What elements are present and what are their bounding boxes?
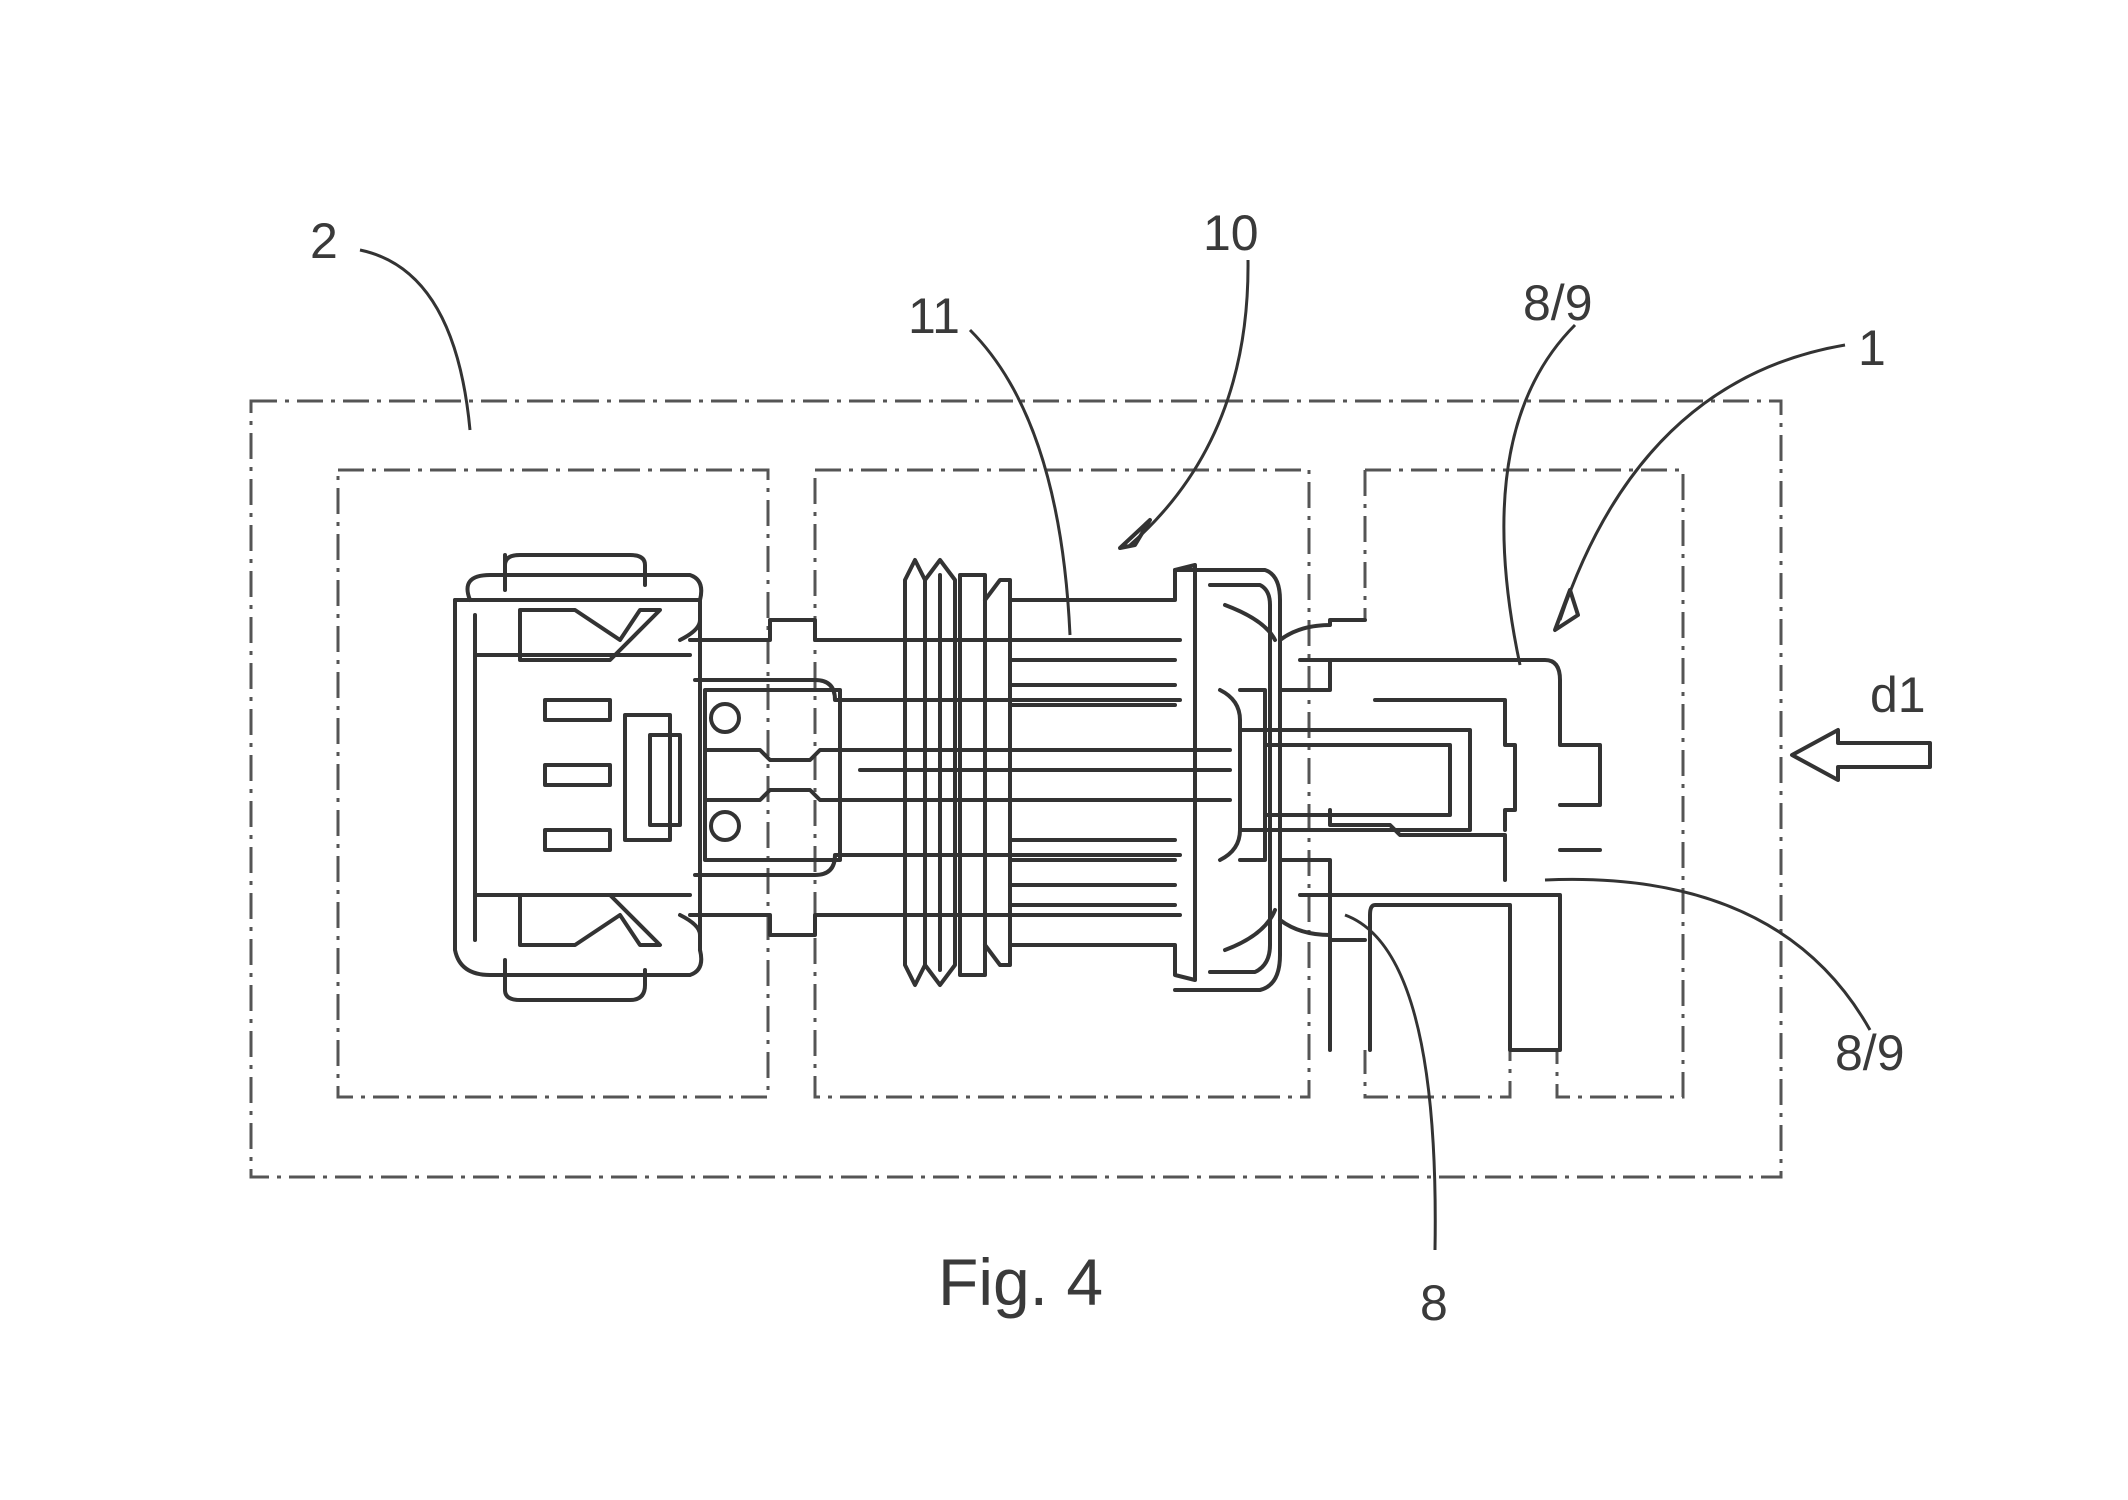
arrowhead-1 xyxy=(1553,588,1580,632)
direction-arrow xyxy=(1790,728,1932,782)
seal-rings xyxy=(903,558,987,987)
seal-body xyxy=(983,563,1197,982)
compartment-left xyxy=(336,468,770,1099)
leader-2 xyxy=(359,248,472,431)
label-seal-body: 11 xyxy=(908,288,960,344)
label-assembly: 10 xyxy=(1203,205,1259,261)
connector-plug xyxy=(453,553,704,1002)
sensor-part xyxy=(1238,618,1602,1052)
leader-11 xyxy=(968,328,1072,636)
housing-outline xyxy=(249,399,1783,1179)
label-sensor: 1 xyxy=(1858,320,1886,376)
label-part-bottom: 8 xyxy=(1420,1275,1448,1331)
label-part-upper: 8/9 xyxy=(1523,275,1593,331)
leader-10 xyxy=(1129,259,1250,547)
label-part-lower-right: 8/9 xyxy=(1835,1025,1905,1081)
flange xyxy=(1173,568,1282,992)
label-direction: d1 xyxy=(1870,667,1926,723)
leader-8 xyxy=(1344,913,1437,1251)
arrowhead-10 xyxy=(1118,518,1152,550)
leader-8-9-upper xyxy=(1502,323,1577,666)
contact-body xyxy=(688,618,1232,937)
leader-8-9-lower xyxy=(1544,877,1872,1031)
figure-caption: Fig. 4 xyxy=(938,1245,1103,1319)
compartment-right xyxy=(1363,468,1685,1099)
compartment-middle xyxy=(813,468,1311,1099)
leader-1 xyxy=(1558,343,1846,621)
label-housing: 2 xyxy=(310,213,338,269)
